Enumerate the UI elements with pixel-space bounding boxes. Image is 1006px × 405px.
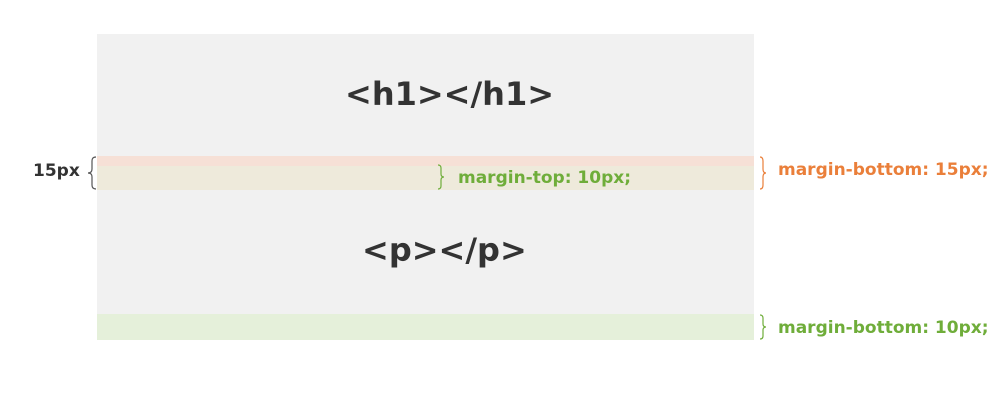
h1-element-box — [97, 34, 754, 156]
p-tag-label: <p></p> — [362, 231, 527, 269]
h1-margin-bottom-brace-icon — [759, 156, 767, 190]
collapsed-margin-label: 15px — [33, 161, 80, 181]
margin-overlap-area — [97, 166, 754, 190]
h1-tag-label: <h1></h1> — [345, 75, 555, 113]
p-element-box — [97, 190, 754, 314]
p-margin-bottom-brace-icon — [759, 314, 767, 340]
collapsed-margin-brace-icon — [87, 156, 97, 190]
p-margin-bottom-area — [97, 314, 754, 340]
margin-top-brace-icon — [437, 164, 445, 190]
margin-top-label: margin-top: 10px; — [458, 168, 632, 188]
p-margin-bottom-label: margin-bottom: 10px; — [778, 318, 989, 338]
h1-margin-bottom-label: margin-bottom: 15px; — [778, 160, 989, 180]
